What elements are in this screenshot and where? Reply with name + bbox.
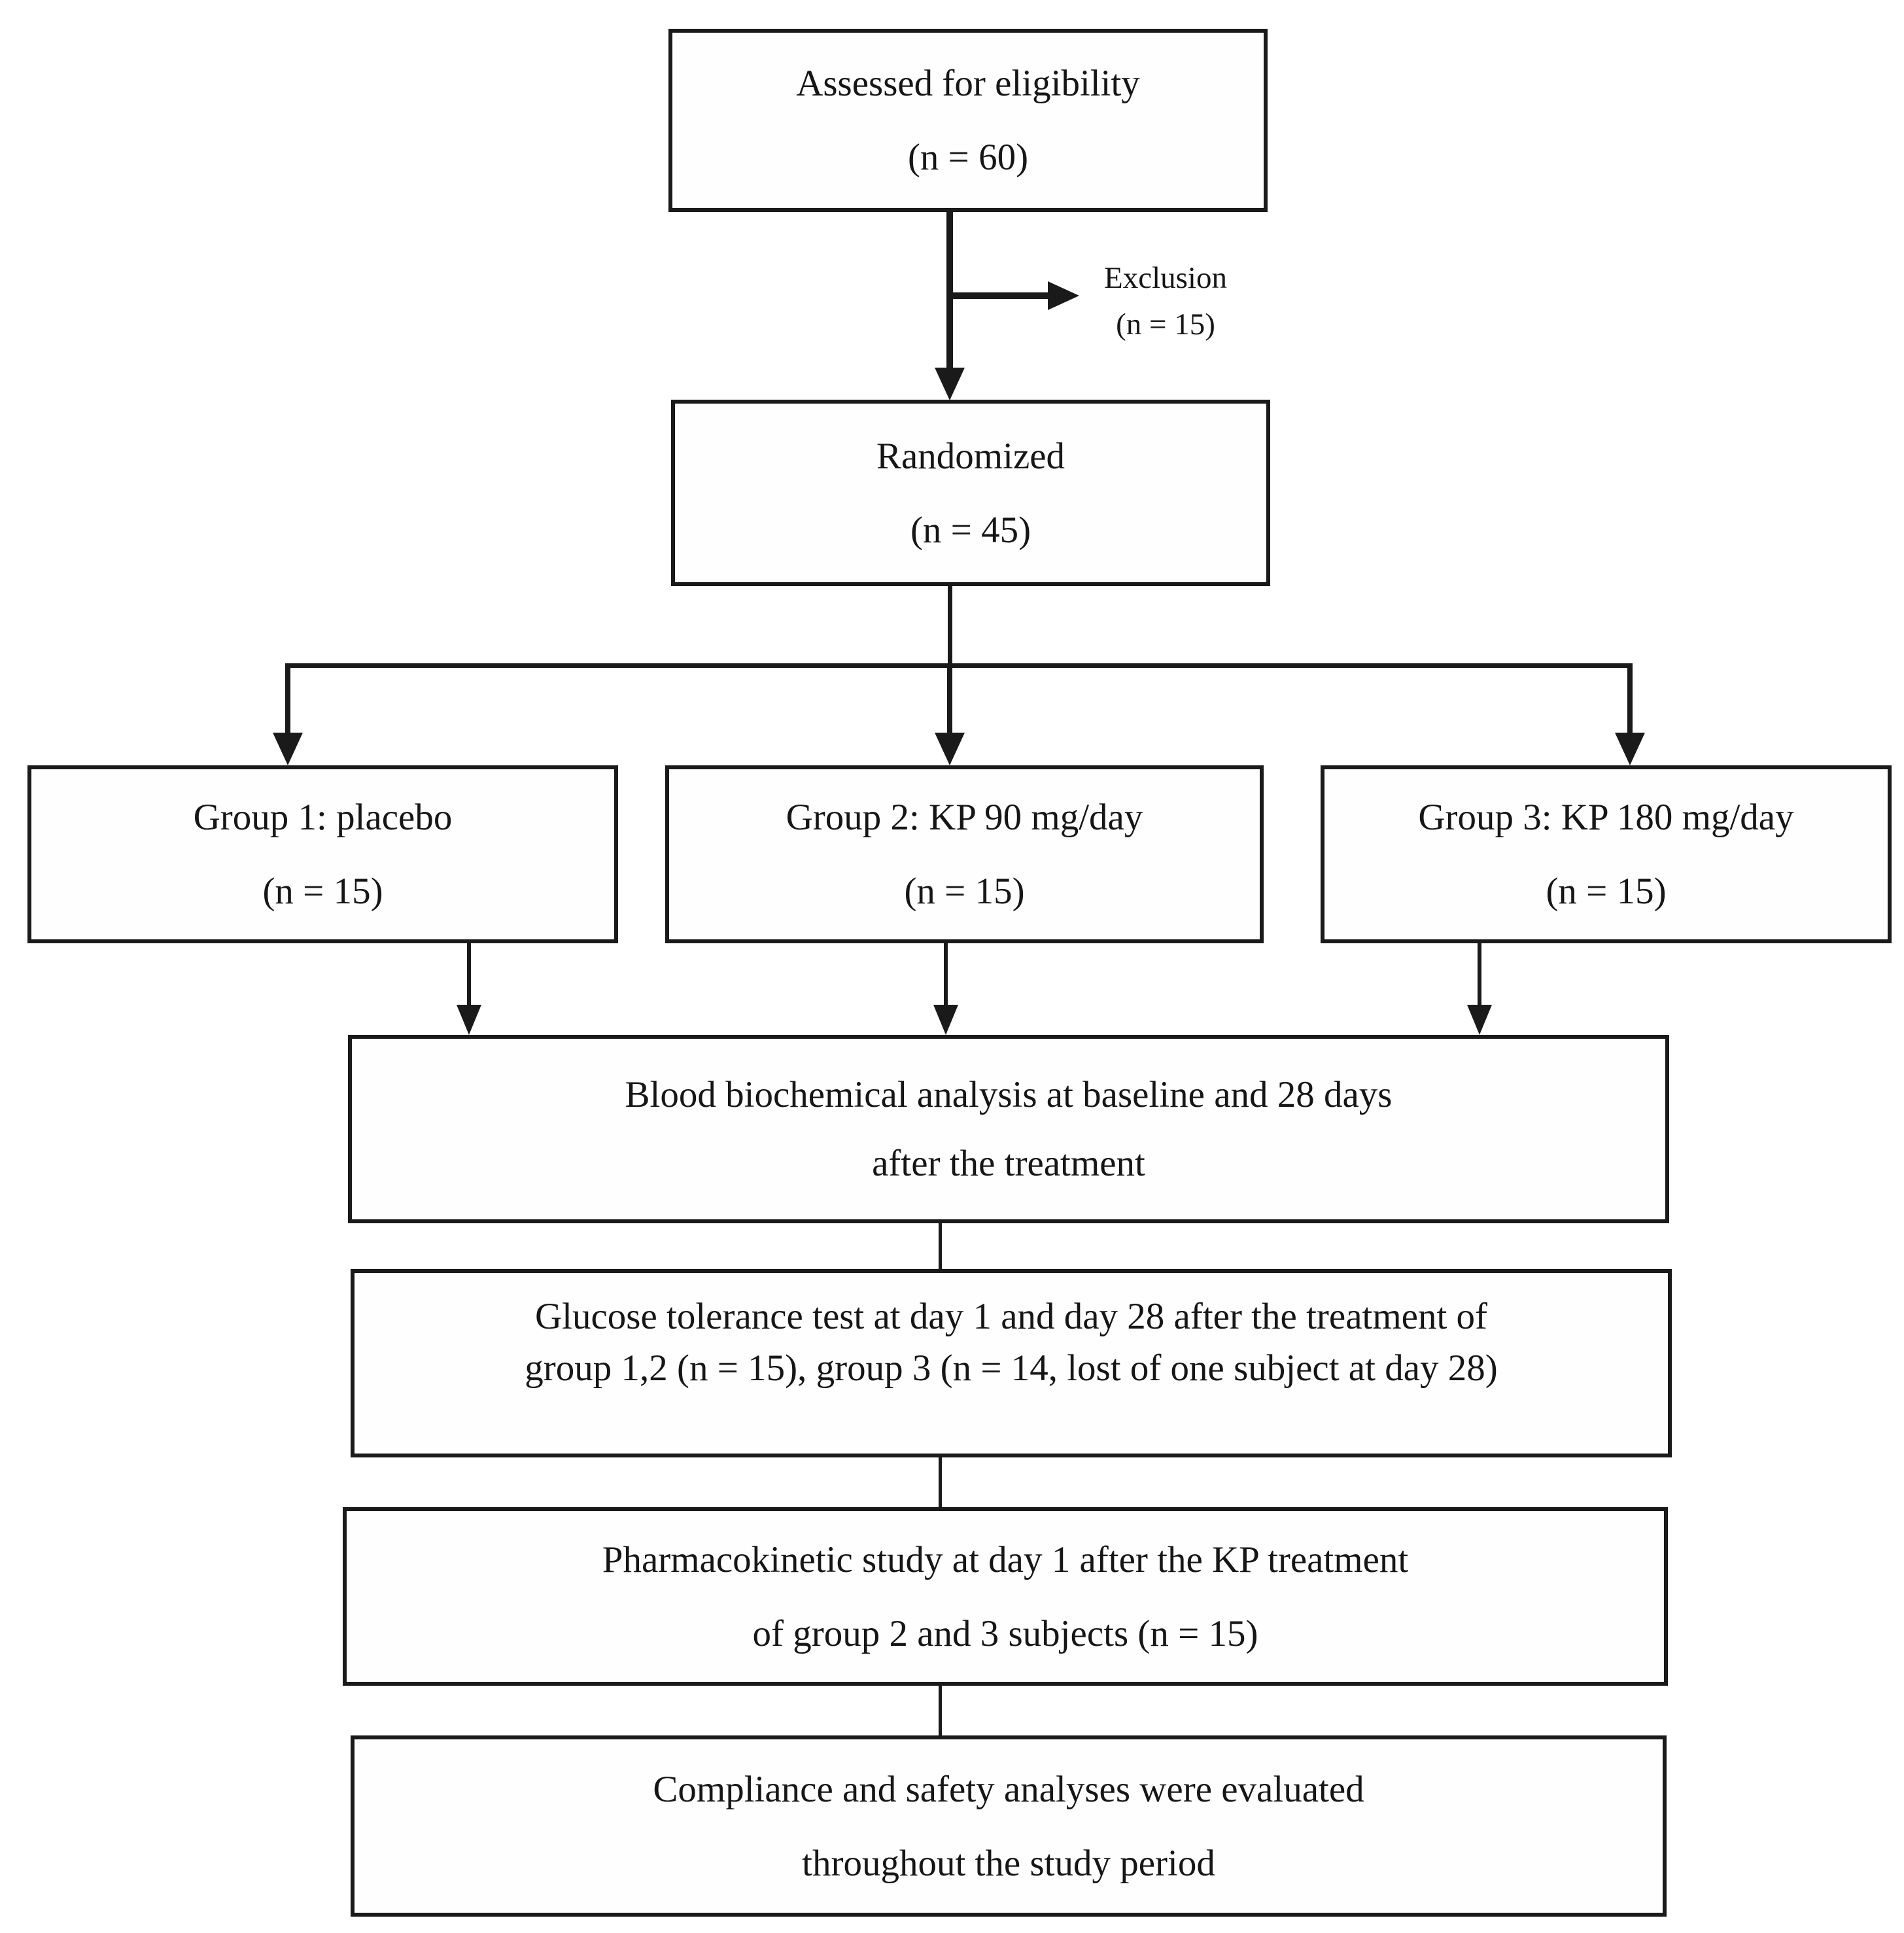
compliance-line2: throughout the study period <box>802 1842 1215 1884</box>
assessed-count: (n = 60) <box>907 137 1029 178</box>
box-pharmacokinetic-study: Pharmacokinetic study at day 1 after the… <box>343 1507 1668 1686</box>
glucose-line2: group 1,2 (n = 15), group 3 (n = 14, los… <box>525 1348 1498 1389</box>
box-glucose-tolerance-test: Glucose tolerance test at day 1 and day … <box>351 1269 1672 1457</box>
box-randomized: Randomized (n = 45) <box>671 400 1270 586</box>
arrowhead-down-blood-left <box>457 1005 481 1035</box>
box-group-3-kp180: Group 3: KP 180 mg/day (n = 15) <box>1321 765 1892 943</box>
exclusion-count: (n = 15) <box>1116 307 1215 341</box>
pk-line1: Pharmacokinetic study at day 1 after the… <box>602 1539 1409 1580</box>
connector-randomized-stem <box>948 586 952 666</box>
connector-branch-horizontal <box>285 663 1633 668</box>
connector-group1-to-blood <box>467 943 471 1006</box>
pk-line2: of group 2 and 3 subjects (n = 15) <box>752 1612 1258 1654</box>
compliance-line1: Compliance and safety analyses were eval… <box>653 1768 1364 1810</box>
blood-line1: Blood biochemical analysis at baseline a… <box>625 1074 1393 1115</box>
randomized-count: (n = 45) <box>910 509 1031 551</box>
connector-glucose-to-pharmacokinetic <box>939 1457 942 1507</box>
exclusion-title: Exclusion <box>1104 261 1227 295</box>
label-exclusion: Exclusion (n = 15) <box>1067 263 1264 340</box>
connector-branch-to-group2 <box>947 663 952 734</box>
connector-branch-to-group3 <box>1627 663 1633 734</box>
connector-pharmacokinetic-to-compliance <box>939 1686 942 1735</box>
box-compliance-safety: Compliance and safety analyses were eval… <box>351 1735 1667 1917</box>
connector-assessed-to-randomized <box>946 212 953 369</box>
connector-exclusion-branch <box>950 292 1048 299</box>
box-assessed-eligibility: Assessed for eligibility (n = 60) <box>668 29 1268 212</box>
arrowhead-right-exclusion <box>1048 281 1079 310</box>
box-blood-biochemical-analysis: Blood biochemical analysis at baseline a… <box>348 1035 1669 1223</box>
arrowhead-down-randomized <box>935 368 965 400</box>
group1-count: (n = 15) <box>262 871 383 912</box>
glucose-line1: Glucose tolerance test at day 1 and day … <box>534 1296 1488 1337</box>
group2-count: (n = 15) <box>904 871 1025 912</box>
arrowhead-down-blood-middle <box>933 1005 958 1035</box>
group3-count: (n = 15) <box>1546 871 1667 912</box>
assessed-title: Assessed for eligibility <box>796 63 1140 104</box>
box-group-2-kp90: Group 2: KP 90 mg/day (n = 15) <box>665 765 1264 943</box>
blood-line2: after the treatment <box>872 1143 1145 1184</box>
arrowhead-down-group3 <box>1615 733 1645 765</box>
group2-title: Group 2: KP 90 mg/day <box>786 797 1143 838</box>
arrowhead-down-group2 <box>935 733 965 765</box>
group3-title: Group 3: KP 180 mg/day <box>1418 797 1794 838</box>
arrowhead-down-blood-right <box>1467 1005 1492 1035</box>
connector-group2-to-blood <box>944 943 948 1006</box>
box-group-1-placebo: Group 1: placebo (n = 15) <box>27 765 618 943</box>
connector-blood-to-glucose <box>939 1223 942 1269</box>
connector-branch-to-group1 <box>285 663 290 734</box>
group1-title: Group 1: placebo <box>193 797 453 838</box>
connector-group3-to-blood <box>1478 943 1481 1006</box>
arrowhead-down-group1 <box>273 733 303 765</box>
randomized-title: Randomized <box>876 435 1065 477</box>
